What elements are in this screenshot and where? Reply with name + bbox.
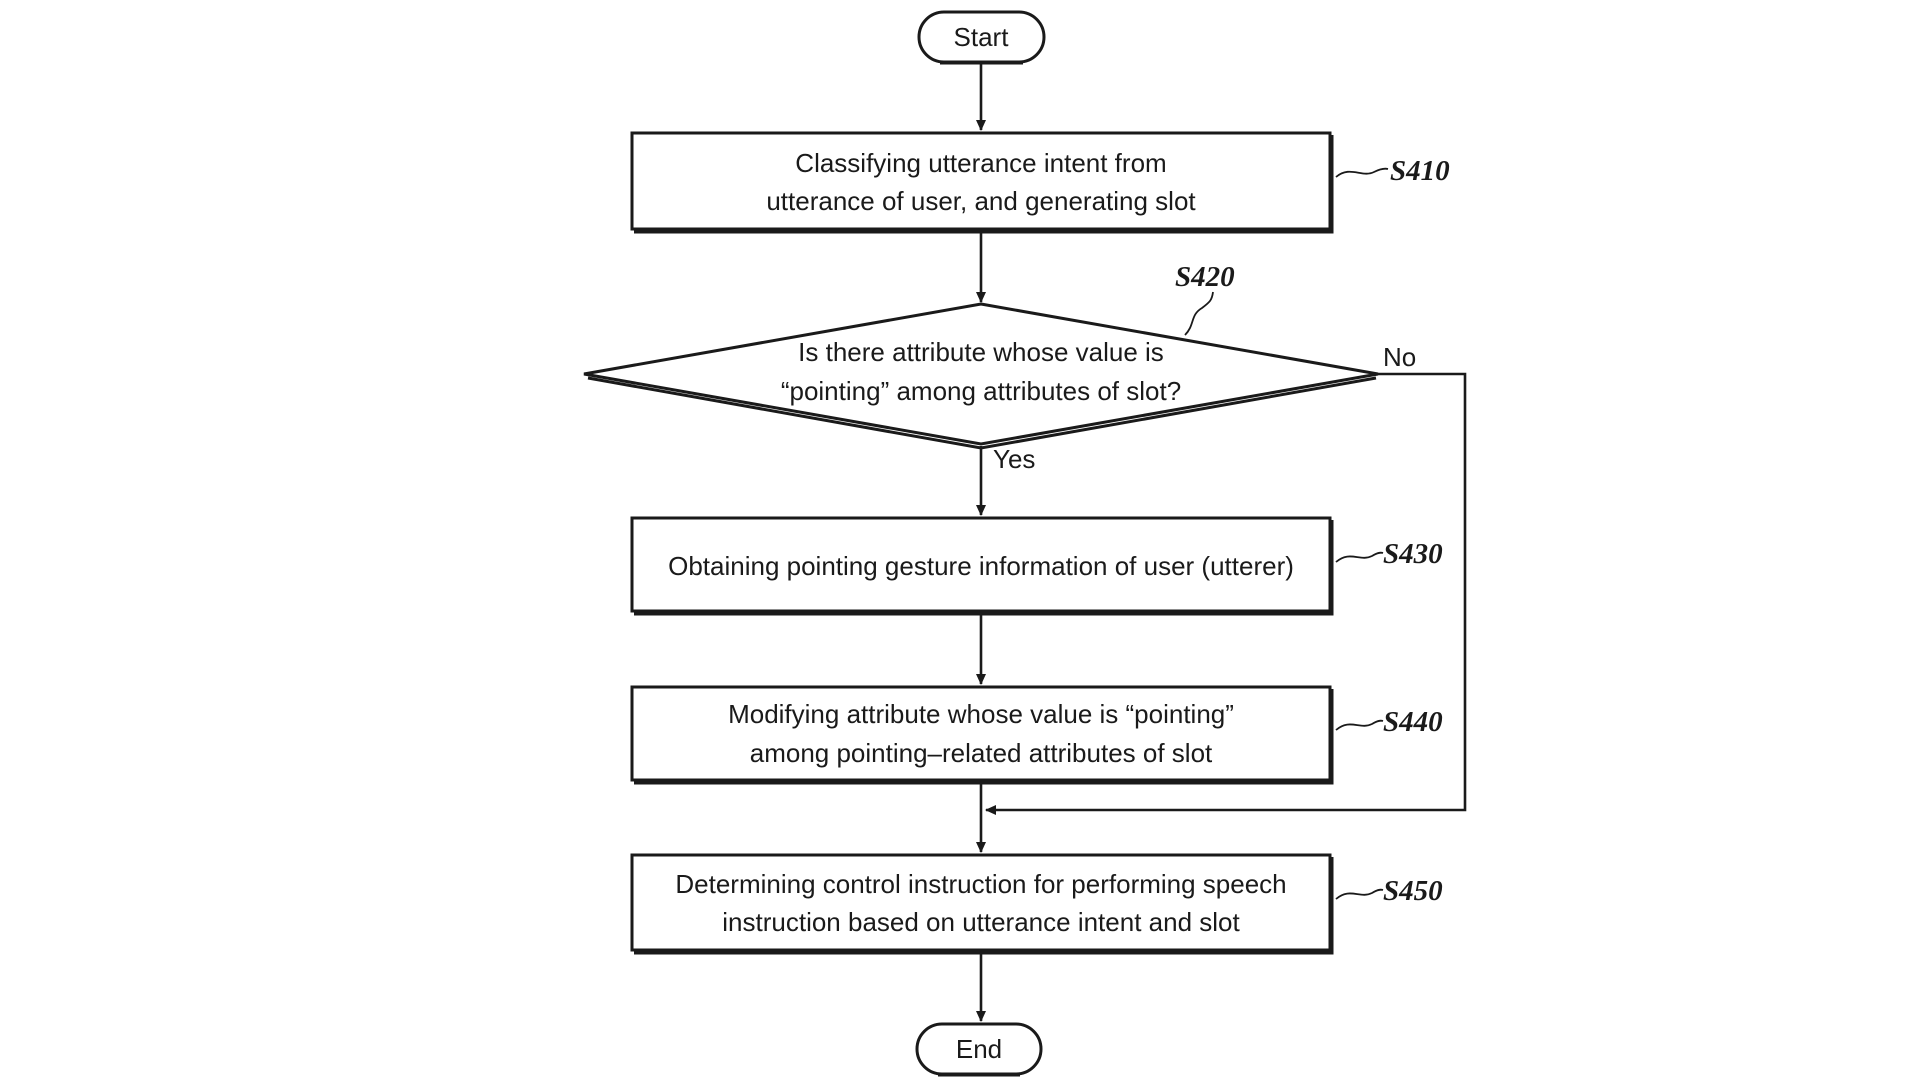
s420-leader — [1184, 291, 1214, 336]
s410-step-label: S410 — [1390, 155, 1450, 187]
s450-step-label: S450 — [1383, 875, 1443, 907]
s410-text-line-2: utterance of user, and generating slot — [766, 186, 1196, 216]
s420-shadow — [587, 376, 1377, 450]
s450-text-line-2: instruction based on utterance intent an… — [722, 907, 1240, 937]
end-terminator: End — [915, 1022, 1043, 1077]
s410-leader — [1335, 167, 1389, 178]
s420-yes-label: Yes — [993, 444, 1035, 474]
decision-s420: Is there attribute whose value is “point… — [583, 261, 1416, 474]
s440-leader — [1335, 719, 1384, 731]
s420-diamond — [583, 302, 1379, 446]
process-s430: Obtaining pointing gesture information o… — [630, 516, 1443, 616]
s430-text-line-1: Obtaining pointing gesture information o… — [668, 551, 1294, 581]
s430-shadow — [634, 520, 1334, 616]
s440-shadow — [634, 689, 1334, 785]
s450-leader — [1335, 888, 1384, 900]
s410-box — [630, 131, 1332, 231]
s440-text-line-1: Modifying attribute whose value is “poin… — [728, 699, 1234, 729]
process-s410: Classifying utterance intent from uttera… — [630, 131, 1450, 234]
connectors — [976, 62, 1467, 1022]
s410-shadow — [634, 135, 1334, 234]
s430-leader — [1335, 551, 1384, 563]
s410-text-line-1: Classifying utterance intent from — [795, 148, 1166, 178]
s440-box — [630, 685, 1332, 782]
s450-box — [630, 853, 1332, 952]
process-s440: Modifying attribute whose value is “poin… — [630, 685, 1443, 785]
start-terminator: Start — [917, 10, 1046, 65]
start-label: Start — [954, 22, 1010, 52]
s420-text-line-2: “pointing” among attributes of slot? — [781, 376, 1181, 406]
s450-shadow — [634, 857, 1334, 955]
s420-step-label: S420 — [1175, 261, 1235, 293]
s440-step-label: S440 — [1383, 706, 1443, 738]
process-s450: Determining control instruction for perf… — [630, 853, 1443, 955]
end-label: End — [956, 1034, 1002, 1064]
s430-box — [630, 516, 1332, 613]
s450-text-line-1: Determining control instruction for perf… — [675, 869, 1286, 899]
s420-no-label: No — [1383, 342, 1416, 372]
s430-step-label: S430 — [1383, 538, 1443, 570]
arrow-s420-no-bypass — [985, 372, 1467, 815]
s420-text-line-1: Is there attribute whose value is — [798, 337, 1164, 367]
s440-text-line-2: among pointing–related attributes of slo… — [750, 738, 1213, 768]
